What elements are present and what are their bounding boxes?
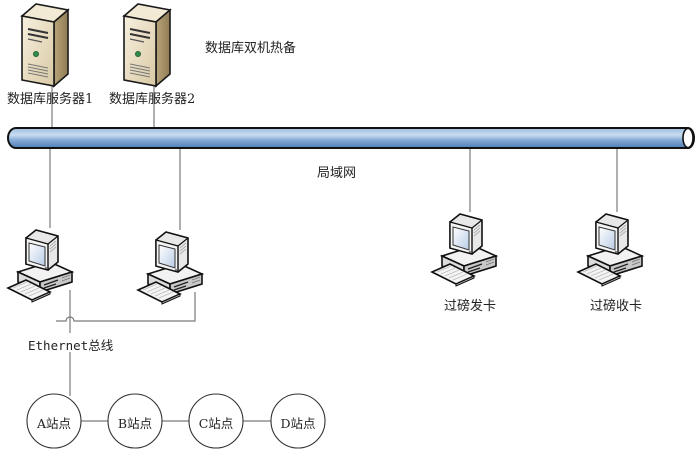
station-a-label: A站点: [36, 416, 72, 431]
station-a-node: [26, 393, 82, 449]
link-pc-left-2-ethernet: [56, 292, 196, 322]
ethernet-bus-label: Ethernet总线: [28, 338, 114, 353]
lan-label: 局域网: [317, 166, 357, 181]
server-2-label: 数据库服务器2: [109, 92, 196, 107]
server-tower-icon: [123, 3, 171, 87]
hot-standby-label: 数据库双机热备: [205, 41, 297, 56]
pc-issue-label: 过磅发卡: [444, 299, 497, 314]
desktop-computer-icon: [577, 213, 643, 287]
desktop-computer-icon: [431, 213, 497, 287]
station-b-node: [107, 393, 163, 449]
station-d-label: D站点: [280, 416, 316, 431]
station-c-node: [188, 393, 244, 449]
server-1-label: 数据库服务器1: [7, 92, 94, 107]
station-d-node: [270, 393, 326, 449]
desktop-computer-icon: [7, 229, 73, 303]
server-tower-icon: [21, 3, 69, 87]
pc-receive-label: 过磅收卡: [590, 299, 643, 314]
station-b-label: B站点: [117, 416, 153, 431]
station-c-label: C站点: [198, 416, 234, 431]
lan-bus: [7, 127, 695, 149]
connector-lines: [49, 86, 618, 422]
desktop-computer-icon: [137, 231, 203, 305]
